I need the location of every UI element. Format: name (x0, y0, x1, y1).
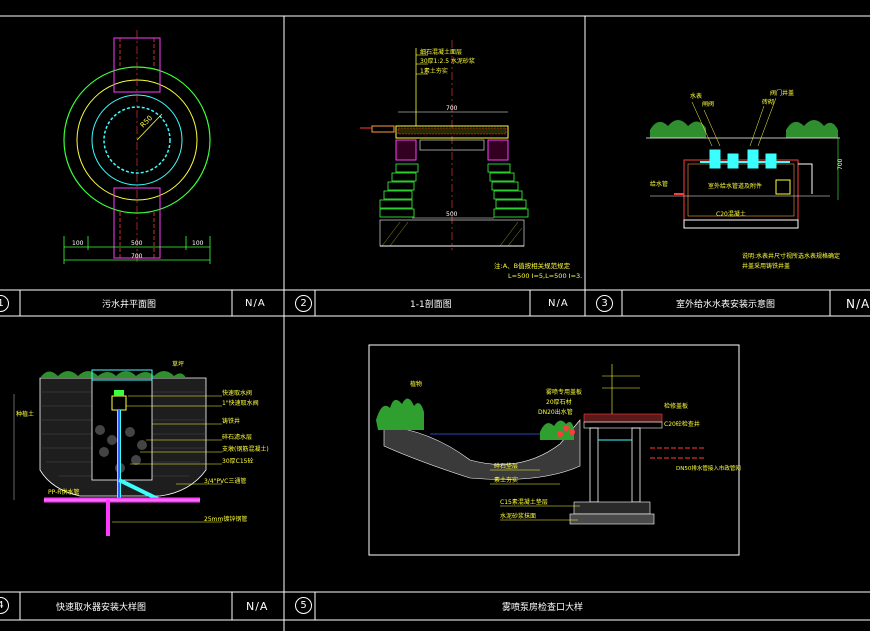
panel4-quick-coupler: 种植土 草坪 快速取水阀 1"快速取水阀 铸铁井 碎石滤水层 支墩(钢筋混凝土)… (13, 360, 269, 536)
panel2-label-2: 30厚1:2.5 水泥砂浆 (420, 57, 475, 65)
panel4-label-bottom: 25mm镀锌钢管 (204, 515, 247, 523)
panel1-title: 污水井平面图 (102, 300, 157, 310)
panel3-label-brick: 砖砌 (762, 98, 774, 106)
panel2-label-3: 1素土夯实 (420, 67, 448, 75)
panel2-number: 2 (295, 295, 312, 312)
panel5-label-right-1: 检修盖板 (664, 402, 688, 410)
panel3-label-valve: 闸阀 (702, 100, 714, 108)
panel3-scale: N/A (846, 297, 870, 311)
panel4-label-r3: 铸铁井 (222, 417, 240, 425)
panel5-title: 雾喷泵房检查口大样 (502, 603, 584, 613)
panel1-manhole-plan: R50 100 500 100 700 (63, 30, 211, 264)
panel4-scale: N/A (246, 600, 269, 613)
panel4-label-r2: 1"快速取水阀 (222, 399, 259, 407)
panel5-label-left-1: 碎石垫层 (494, 462, 518, 470)
panel3-label-base: C20混凝土 (716, 210, 746, 218)
panel4-label-r4: 碎石滤水层 (222, 433, 252, 441)
panel2-section: 细石混凝土面层 30厚1:2.5 水泥砂浆 1素土夯实 700 500 注:A、… (360, 40, 582, 280)
panel1-dim-right: 100 (192, 240, 204, 247)
panel1-dim-left: 100 (72, 240, 84, 247)
panel3-title: 室外给水水表安装示意图 (676, 300, 776, 310)
panel2-scale: N/A (548, 298, 569, 309)
panel5-label-right-2: C20砼检查井 (664, 420, 700, 428)
panel2-note-1: 注:A、B值按相关规范规定 (494, 261, 571, 270)
panel4-label-r5: 支墩(钢筋混凝土) (222, 445, 269, 453)
panel4-label-lawn: 草坪 (172, 360, 184, 368)
panel5-label-left-3: C15素混凝土垫层 (500, 498, 548, 506)
panel-grid (0, 15, 870, 631)
panel2-top-width: 700 (446, 105, 458, 112)
panel5-label-mid: DN20出水管 (538, 408, 573, 416)
panel2-note-2: L=500 I=5,L=500 I=3. (508, 272, 582, 280)
panel3-note-1: 说明:水表井尺寸视所选水表规格确定 (742, 252, 840, 260)
panel5-label-pipe: DN50排水管接入市政管网 (676, 464, 741, 472)
panel3-label-inner: 室外给水管道及附件 (708, 182, 762, 190)
panel4-label-r6: 30厚C15砼 (222, 457, 253, 465)
panel3-water-meter: 700 水表 闸阀 阀门井盖 砖砌 给水管 室外给水管道及附件 C20混凝土 说… (646, 89, 844, 270)
panel2-bottom-width: 500 (446, 211, 458, 218)
panel4-label-pipe: PP-R供水管 (48, 488, 79, 496)
panel2-label-1: 细石混凝土面层 (420, 48, 462, 56)
panel5-label-top-2: 20厚石材 (546, 398, 572, 406)
panel5-label-left-2: 素土夯实 (494, 476, 518, 484)
panel2-title: 1-1剖面图 (410, 300, 452, 310)
panel1-dim-total: 700 (131, 253, 143, 260)
panel5-label-top-1: 雾喷专用盖板 (546, 388, 582, 396)
panel3-number: 3 (596, 295, 613, 312)
panel4-label-r1: 快速取水阀 (222, 389, 252, 397)
panel3-note-2: 井盖采用铸铁井盖 (742, 262, 790, 270)
panel5-number: 5 (295, 597, 312, 614)
panel5-label-tree: 植物 (410, 380, 422, 388)
panel1-dim-mid: 500 (131, 240, 143, 247)
panel3-dim-right: 700 (837, 158, 844, 170)
panel4-label-soil: 种植土 (16, 410, 34, 418)
panel3-label-meter: 水表 (690, 92, 702, 100)
panel4-label-r7: 3/4"PVC三通管 (204, 477, 246, 485)
panel4-title: 快速取水器安装大样图 (56, 603, 147, 613)
panel3-label-cover: 阀门井盖 (770, 89, 794, 97)
panel5-label-left-4: 水泥砂浆抹面 (500, 512, 536, 520)
panel5-inspection-opening: 雾喷专用盖板 20厚石材 植物 DN20出水管 检修盖板 C20砼检查井 DN5… (368, 344, 741, 556)
panel3-label-pipe: 给水管 (650, 180, 668, 188)
panel1-scale: N/A (245, 298, 266, 309)
